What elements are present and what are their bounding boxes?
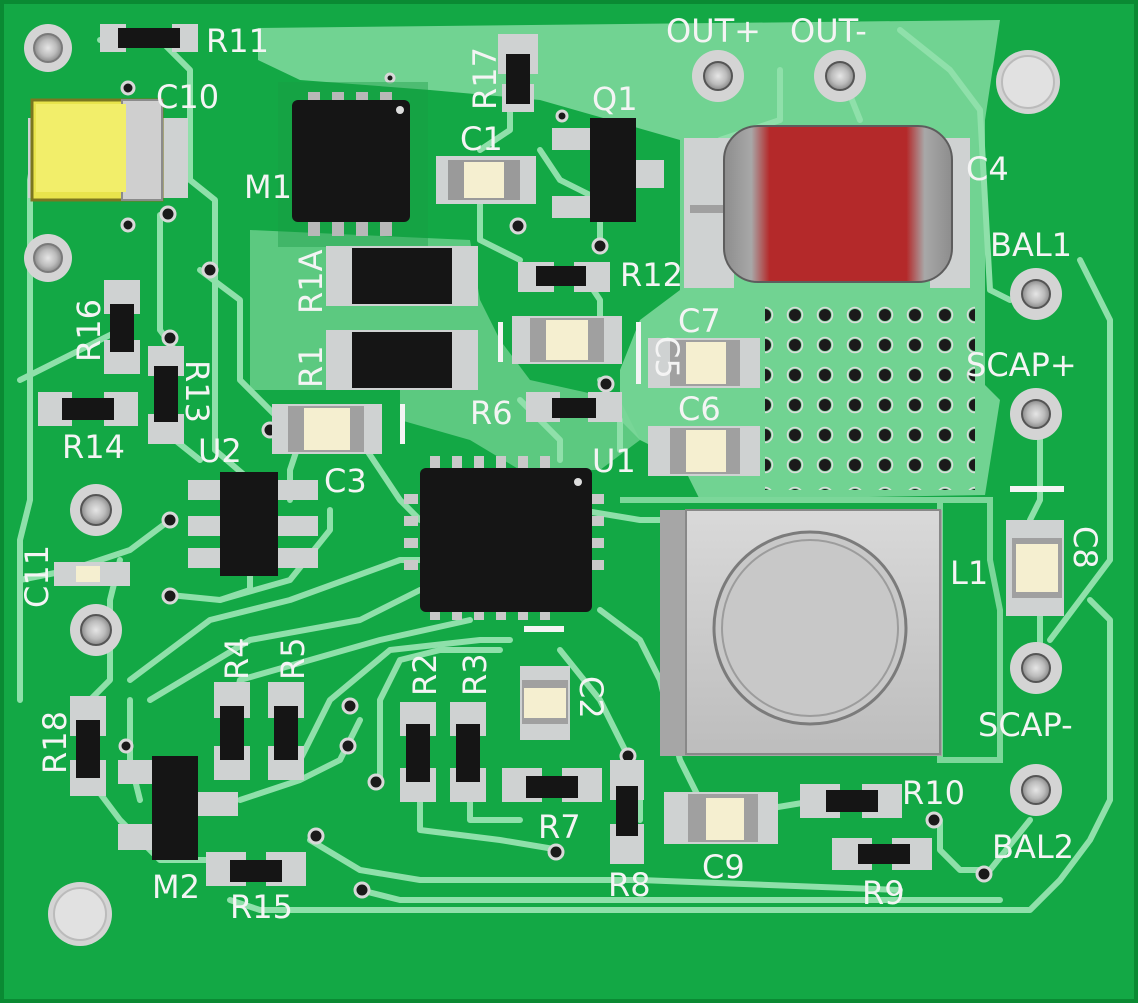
l1-inductor [660,509,942,756]
label-c2: C2 [572,676,610,719]
r1a-resistor [326,246,478,306]
label-r6: R6 [470,394,513,432]
r17-resistor [498,34,538,112]
through-holes [24,24,1062,946]
label-out-plus: OUT+ [666,12,761,50]
label-c1: C1 [460,120,503,158]
c2-capacitor [520,626,570,740]
r1-resistor [326,330,478,390]
r10-resistor [800,784,902,818]
label-r5: R5 [274,637,312,680]
label-r15: R15 [230,888,293,926]
label-m2: M2 [152,868,200,906]
label-u2: U2 [198,432,242,470]
r18-resistor [70,696,106,796]
label-bal1: BAL1 [990,226,1072,264]
label-bal2: BAL2 [992,828,1074,866]
c6-capacitor [648,426,760,476]
c8-capacitor [1006,486,1064,616]
label-c10: C10 [156,78,219,116]
c1-capacitor [436,156,536,204]
r7-resistor [502,768,602,802]
r15-resistor [206,852,306,886]
label-scap-plus: SCAP+ [966,346,1077,384]
r8-resistor [610,760,644,864]
label-r9: R9 [862,874,905,912]
label-r1a: R1A [292,249,330,314]
u2-ic [188,472,318,576]
r9-resistor [832,838,932,870]
label-r8: R8 [608,866,651,904]
r11-resistor [100,24,198,52]
label-c11: C11 [18,545,56,608]
copper-plane-right [620,497,1003,763]
label-r11: R11 [206,22,269,60]
r3-resistor [450,702,486,802]
label-c8: C8 [1066,526,1104,569]
q1-transistor [552,118,664,222]
r12-resistor [518,262,610,292]
r14-resistor [38,392,138,426]
silk-marks [400,322,641,444]
label-r13: R13 [178,360,216,423]
label-c9: C9 [702,848,745,886]
c5-capacitor [512,316,622,364]
label-r17: R17 [466,47,504,110]
c4-capacitor [684,125,970,288]
c11-capacitor [54,562,130,586]
c9-capacitor [664,792,778,844]
label-r12: R12 [620,256,683,294]
label-q1: Q1 [592,80,638,118]
r6-resistor [526,392,622,422]
r16-resistor [104,280,140,374]
label-m1: M1 [244,168,292,206]
label-r1: R1 [292,345,330,388]
label-r2: R2 [406,653,444,696]
label-r7: R7 [538,808,581,846]
label-r18: R18 [36,711,74,774]
label-u1: U1 [592,442,636,480]
r2-resistor [400,702,436,802]
label-r14: R14 [62,428,125,466]
via-array [765,300,975,490]
label-r16: R16 [70,299,108,362]
vias [118,72,993,899]
label-r3: R3 [456,653,494,696]
label-c5: C5 [648,336,686,379]
label-r10: R10 [902,774,965,812]
r13-resistor [148,346,184,444]
c7-capacitor [648,338,760,388]
label-scap-minus: SCAP- [978,706,1073,744]
label-c6: C6 [678,390,721,428]
r5-resistor [268,682,304,780]
label-c4: C4 [966,150,1009,188]
c10-capacitor [28,98,188,202]
u1-ic [404,456,604,620]
label-c7: C7 [678,302,721,340]
c3-capacitor [272,404,382,454]
label-r4: R4 [218,637,256,680]
m2-transistor [118,756,238,860]
label-c3: C3 [324,462,367,500]
label-out-minus: OUT- [790,12,867,50]
m1-ic [278,82,428,247]
r4-resistor [214,682,250,780]
label-l1: L1 [950,554,988,592]
